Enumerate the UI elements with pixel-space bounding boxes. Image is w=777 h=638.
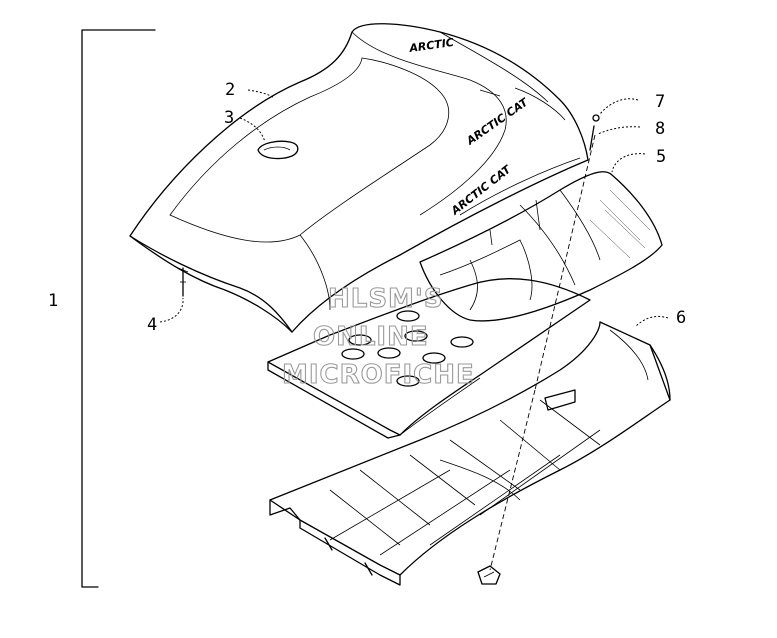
label-5: 5 [656, 147, 666, 167]
label-8: 8 [655, 119, 665, 139]
seat-foam [419, 171, 663, 322]
label-1: 1 [48, 291, 58, 311]
svg-text:ARCTIC: ARCTIC [408, 36, 455, 55]
label-2: 2 [225, 80, 235, 100]
leader-lines [159, 89, 669, 327]
label-3: 3 [224, 108, 234, 128]
seat-tray [267, 278, 591, 439]
assembly-bracket [81, 29, 156, 588]
watermark-line3: MICROFICHE [282, 360, 475, 390]
callout-labels: 1 2 3 4 5 6 7 8 [48, 80, 686, 335]
seat-base [269, 321, 671, 586]
watermark: HLSM'S ONLINE MICROFICHE [281, 283, 475, 390]
watermark-line1: HLSM'S [328, 284, 444, 314]
tray-holes [341, 310, 474, 387]
label-7: 7 [655, 92, 665, 112]
screw-washer [589, 114, 600, 151]
bottom-fastener [477, 565, 501, 585]
assembly-axis [489, 134, 596, 571]
fastener-a [180, 267, 186, 297]
svg-text:ARCTIC CAT: ARCTIC CAT [463, 95, 531, 148]
watermark-line2: ONLINE [313, 322, 429, 352]
label-4: 4 [147, 315, 157, 335]
decal [257, 140, 299, 160]
label-6: 6 [676, 308, 686, 328]
